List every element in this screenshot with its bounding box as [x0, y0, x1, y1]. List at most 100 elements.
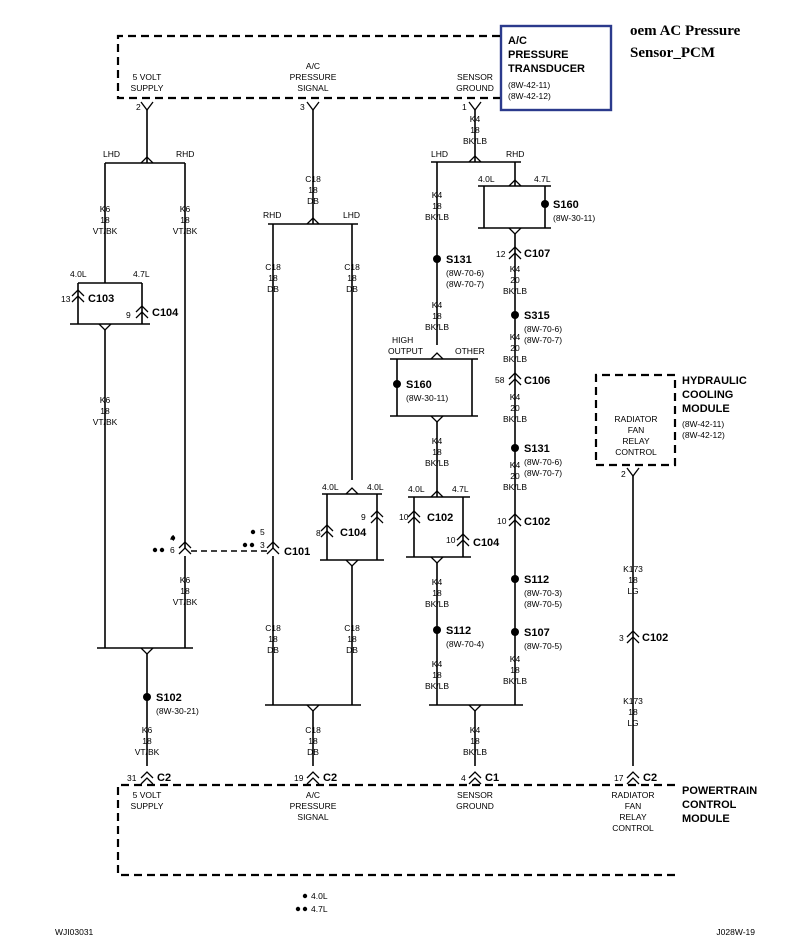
pin-label: CONTROL: [615, 447, 657, 457]
splice-s107: S107: [524, 627, 550, 639]
wire-label: DB: [267, 645, 279, 655]
connector-c104-c: C104: [473, 537, 500, 549]
option-label: OUTPUT: [388, 346, 423, 356]
connector-pin: 58: [495, 375, 505, 385]
wire-label: 18: [347, 634, 357, 644]
wire-label: C18: [305, 725, 321, 735]
option-label: 4.7L: [133, 269, 150, 279]
connector-pin: 8: [316, 528, 321, 538]
wire-label: BK/LB: [503, 286, 527, 296]
legend: 4.0L 4.7L: [295, 891, 328, 914]
hcm-ref: (8W-42-11): [682, 419, 724, 429]
pin-label: CONTROL: [612, 823, 654, 833]
connector-pin: 9: [126, 310, 131, 320]
connector-c104: C104: [152, 307, 179, 319]
pin-label: SIGNAL: [297, 812, 328, 822]
pin-label: PRESSURE: [290, 72, 337, 82]
wire-label: K4: [432, 436, 443, 446]
connector-pin: 3: [619, 633, 624, 643]
hydraulic-cooling-module: RADIATOR FAN RELAY CONTROL HYDRAULIC COO…: [594, 373, 747, 766]
wire-label: 18: [268, 634, 278, 644]
splice-ref: (8W-70-7): [524, 335, 562, 345]
wire-label: 18: [100, 215, 110, 225]
option-label: RHD: [263, 210, 281, 220]
wire-label: BK/LB: [463, 136, 487, 146]
option-label: LHD: [431, 149, 448, 159]
connector-c101: C101: [284, 546, 310, 558]
wire-label: BK/LB: [425, 599, 449, 609]
pin-label: FAN: [625, 801, 642, 811]
ac-pressure-transducer: A/C PRESSURE TRANSDUCER (8W-42-11) (8W-4…: [116, 34, 585, 112]
splice-s160: S160: [406, 379, 432, 391]
pin-label: RADIATOR: [611, 790, 654, 800]
pin-number: 31: [127, 773, 137, 783]
pin-number: 2: [621, 469, 626, 479]
option-label: 4.0L: [408, 484, 425, 494]
wire-label: VT/BK: [173, 226, 198, 236]
wire-label: K6: [142, 725, 153, 735]
option-label: 4.0L: [367, 482, 384, 492]
connector-c107: C107: [524, 248, 550, 260]
pin-label: SENSOR: [457, 72, 493, 82]
wire-label: K4: [510, 460, 521, 470]
wire-label: K173: [623, 696, 643, 706]
wire-label: LG: [627, 586, 638, 596]
connector-pin: 5: [260, 527, 265, 537]
connector-pcm-c2: C2: [323, 772, 337, 784]
wire-label: DB: [307, 196, 319, 206]
pin-label: RELAY: [622, 436, 650, 446]
transducer-title-3: TRANSDUCER: [508, 63, 585, 75]
wire-label: 18: [470, 736, 480, 746]
wire-label: K4: [510, 332, 521, 342]
wire-label: 18: [510, 665, 520, 675]
connector-c106: C106: [524, 375, 550, 387]
pcm-title-3: MODULE: [682, 813, 730, 825]
transducer-title-2: PRESSURE: [508, 49, 569, 61]
footer-code-right: J028W-19: [716, 927, 755, 937]
wire-label: 18: [308, 185, 318, 195]
connector-pcm-c1: C1: [485, 772, 499, 784]
wire-label: BK/LB: [425, 458, 449, 468]
wire-label: DB: [307, 747, 319, 757]
connector-pin: 6: [170, 545, 175, 555]
wire-label: 18: [432, 670, 442, 680]
wire-label: K4: [510, 264, 521, 274]
wire-label: C18: [305, 174, 321, 184]
powertrain-control-module: 31 C2 19 C2 4 C1 17 C2 5 VOLT SUPPLY A/C…: [116, 771, 757, 877]
wire-label: K6: [100, 204, 111, 214]
wire-label: 18: [628, 707, 638, 717]
splice-s131: S131: [446, 254, 472, 266]
pin-label: 5 VOLT: [133, 790, 162, 800]
wire-label: K4: [510, 392, 521, 402]
connector-pcm-c2: C2: [157, 772, 171, 784]
pin-label: A/C: [306, 790, 320, 800]
connector-pin: 12: [496, 249, 506, 259]
wire-label: VT/BK: [93, 226, 118, 236]
annotation-highlight-box: [499, 24, 613, 112]
pin-number: 2: [136, 102, 141, 112]
pin-label: 5 VOLT: [133, 72, 162, 82]
splice-ref: (8W-70-7): [446, 279, 484, 289]
splice-ref: (8W-30-11): [553, 213, 595, 223]
wire-label: C18: [344, 623, 360, 633]
wire-label: BK/LB: [463, 747, 487, 757]
connector-c104-b: C104: [340, 527, 367, 539]
hcm-title-3: MODULE: [682, 403, 730, 415]
connector-pin: 10: [497, 516, 507, 526]
splice-ref: (8W-70-5): [524, 599, 562, 609]
pin-label: SUPPLY: [131, 83, 164, 93]
pin-label: SIGNAL: [297, 83, 328, 93]
transducer-ref-1: (8W-42-11): [508, 80, 550, 90]
pin-label: A/C: [306, 61, 320, 71]
wire-label: K4: [470, 114, 481, 124]
wire-label: K4: [432, 659, 443, 669]
wire-label: K4: [432, 300, 443, 310]
wire-label: C18: [265, 623, 281, 633]
wire-label: BK/LB: [503, 482, 527, 492]
pin-label: SENSOR: [457, 790, 493, 800]
wire-label: 18: [100, 406, 110, 416]
legend-4-0l: 4.0L: [311, 891, 328, 901]
wire-label: 18: [180, 586, 190, 596]
splice-ref: (8W-70-4): [446, 639, 484, 649]
